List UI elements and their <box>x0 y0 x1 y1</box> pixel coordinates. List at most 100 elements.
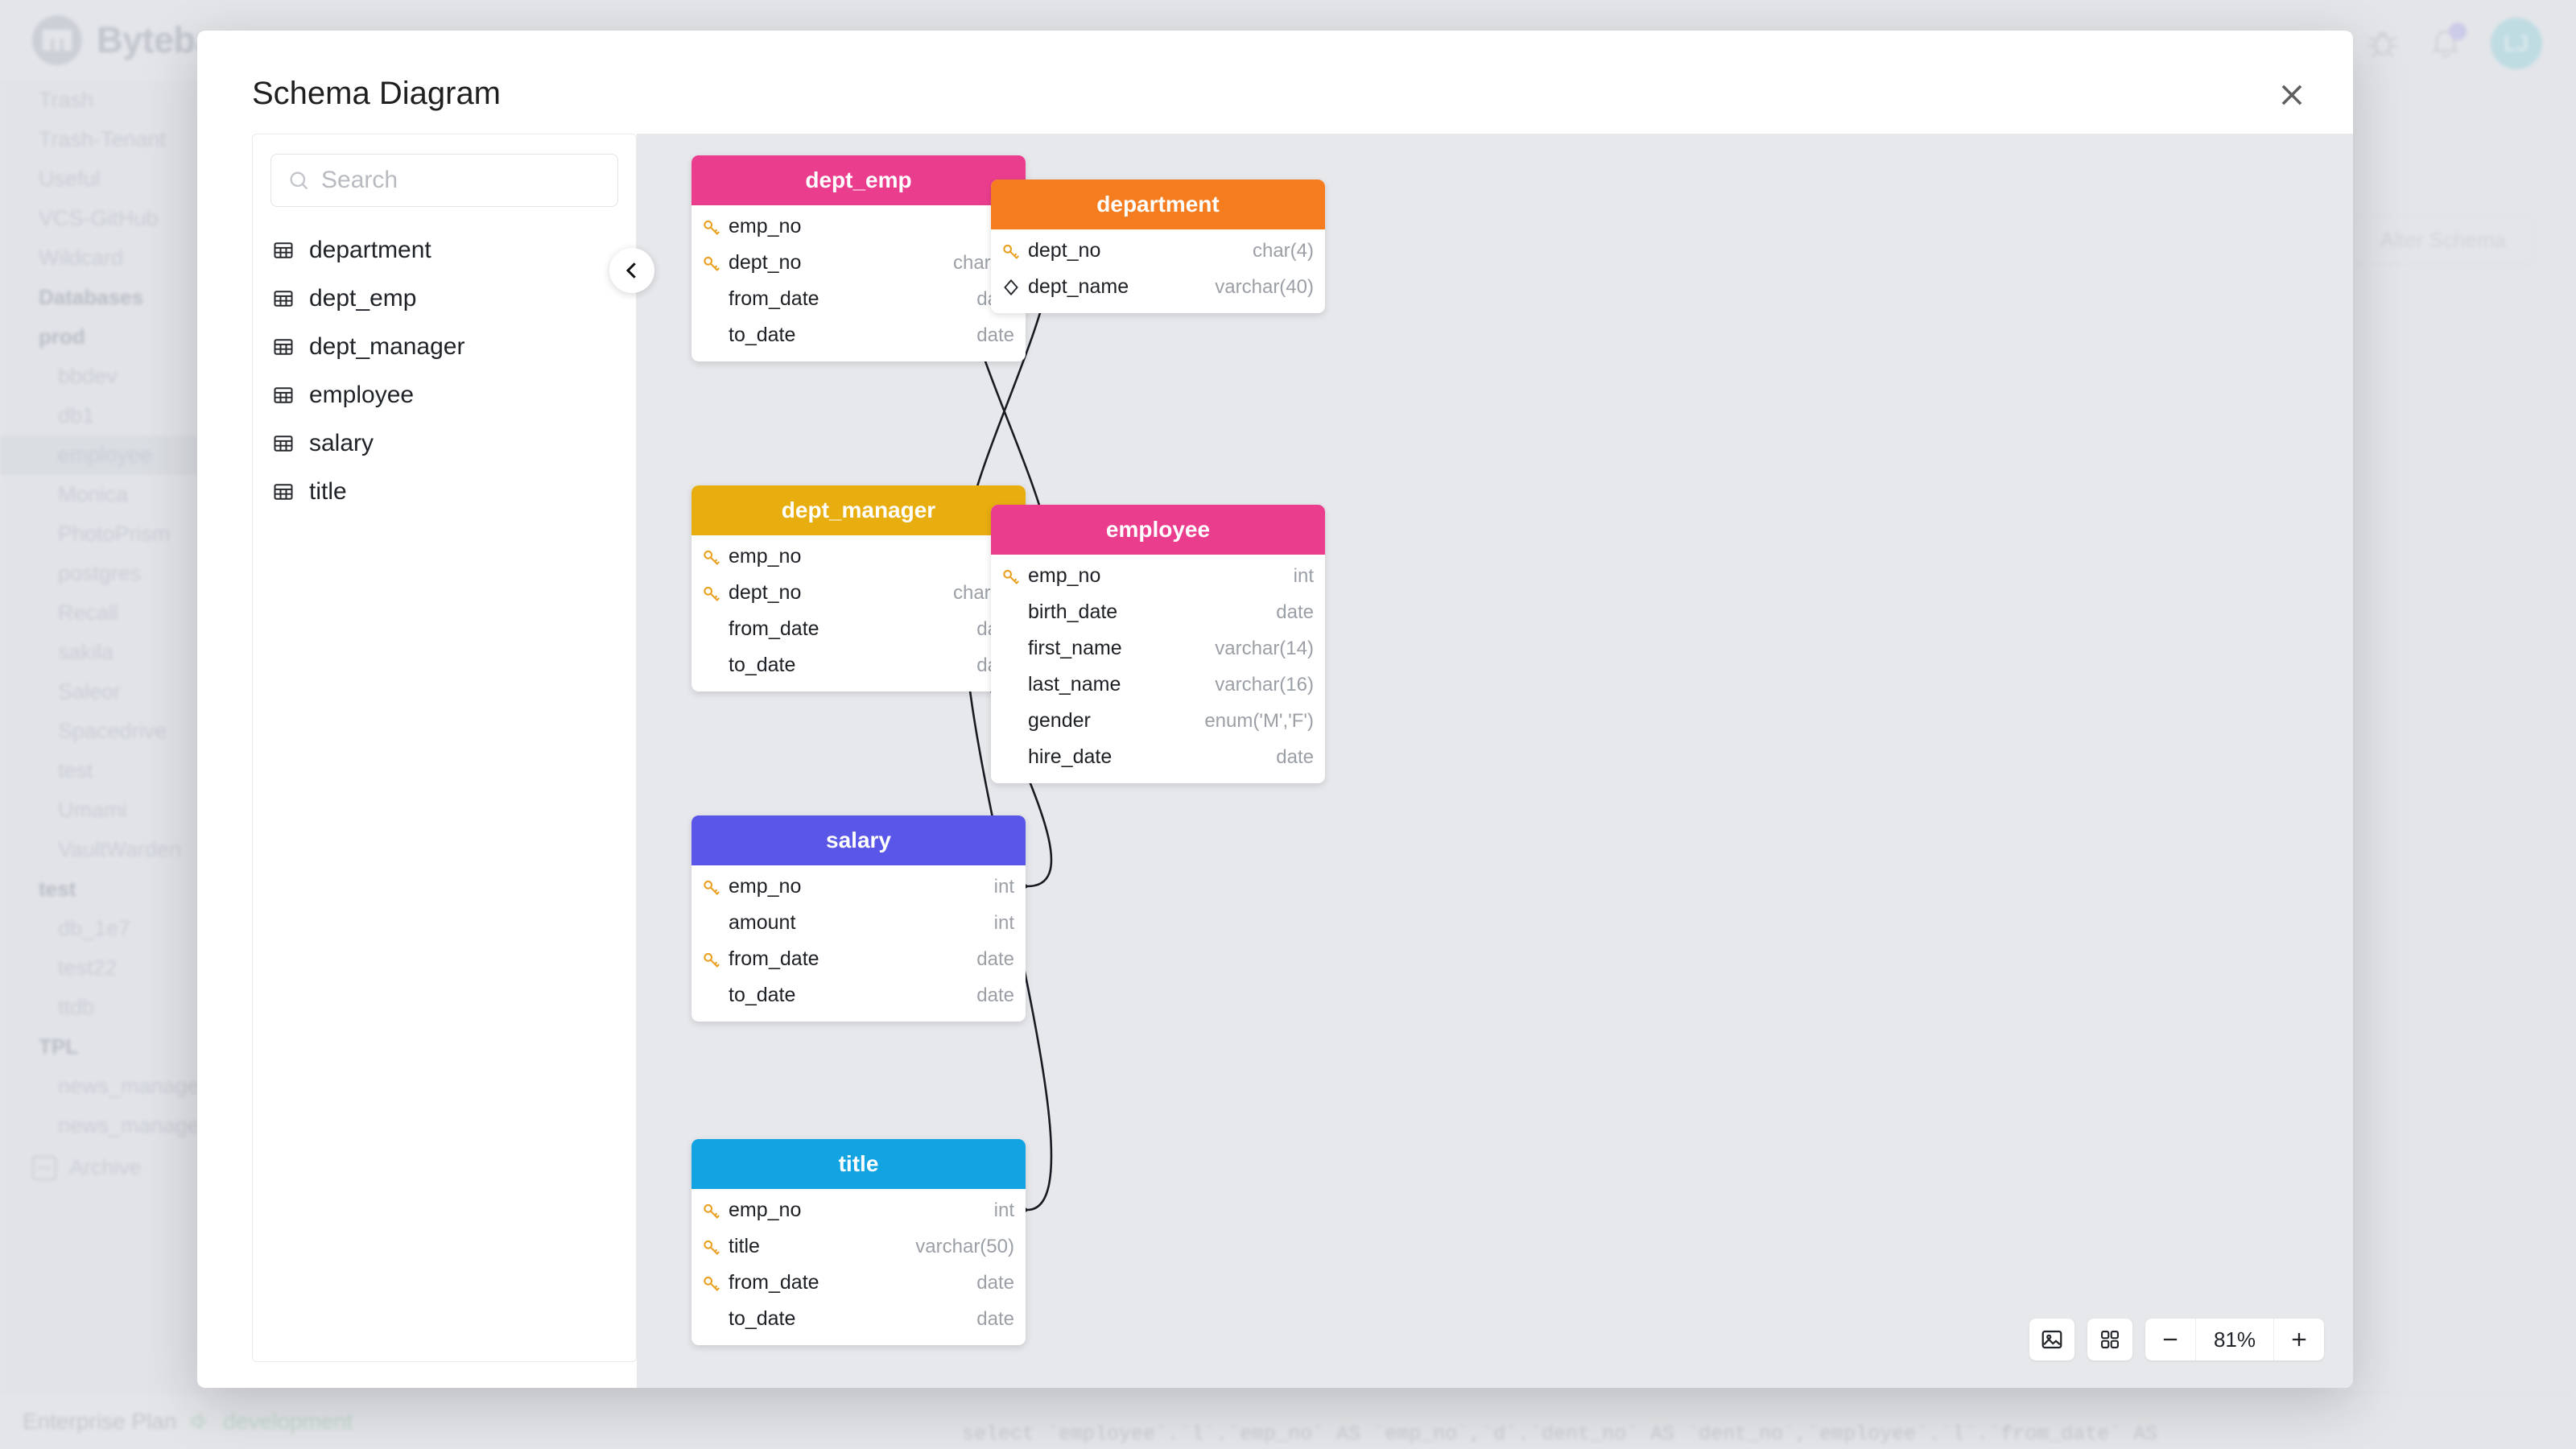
sidebar-item-bbdev[interactable]: bbdev <box>58 364 118 388</box>
collapse-panel-button[interactable] <box>609 248 654 293</box>
alter-schema-button[interactable]: Alter Schema <box>2351 216 2534 265</box>
sidebar-item-test22[interactable]: test22 <box>58 956 118 980</box>
table-icon <box>272 287 295 310</box>
search-box[interactable] <box>270 154 618 207</box>
table-icon <box>272 432 295 455</box>
table-list-item-salary[interactable]: salary <box>253 419 636 468</box>
minus-icon[interactable] <box>2145 1319 2195 1360</box>
sidebar-item-db-1e7[interactable]: db_1e7 <box>58 916 131 940</box>
sidebar-item-sakila[interactable]: sakila <box>58 640 114 664</box>
column-name: birth_date <box>1028 601 1118 623</box>
sidebar-item-vaultwarden[interactable]: VaultWarden <box>58 837 182 861</box>
table-list-item-dept_manager[interactable]: dept_manager <box>253 323 636 371</box>
column-name: from_date <box>729 287 819 310</box>
table-node-header: employee <box>991 505 1325 555</box>
sidebar-item-test[interactable]: test <box>39 877 76 901</box>
grid-layout-icon[interactable] <box>2087 1319 2132 1360</box>
sidebar-item-wildcard[interactable]: Wildcard <box>39 246 124 270</box>
avatar[interactable]: LJ <box>2491 18 2542 69</box>
bug-icon[interactable] <box>2365 26 2401 61</box>
key-icon <box>701 1273 722 1294</box>
table-list-item-label: salary <box>309 430 374 456</box>
table-node-title: salary <box>826 828 891 852</box>
sidebar-item-archive[interactable]: Archive <box>0 1146 208 1180</box>
diagram-canvas[interactable]: dept_empemp_nointdept_nochar(4)from_date… <box>637 134 2353 1388</box>
sidebar-item-ttdb[interactable]: ttdb <box>58 995 95 1019</box>
close-icon[interactable] <box>2269 72 2314 118</box>
sidebar-item-trash-tenant[interactable]: Trash-Tenant <box>39 127 167 151</box>
sidebar-item-news-manage[interactable]: news_manage <box>58 1074 200 1098</box>
table-list-item-department[interactable]: department <box>253 226 636 275</box>
sidebar-item-news-manage[interactable]: news_manage <box>58 1113 200 1137</box>
notification-bell[interactable] <box>2428 22 2467 64</box>
search-icon <box>287 169 310 192</box>
zoom-level[interactable]: 81% <box>2213 1327 2256 1352</box>
sidebar-item-postgres[interactable]: postgres <box>58 561 142 585</box>
column-type: varchar(50) <box>915 1235 1014 1257</box>
column-type: date <box>1276 601 1314 623</box>
sidebar-item-useful[interactable]: Useful <box>39 167 101 191</box>
table-node-title: dept_manager <box>781 497 936 522</box>
sidebar-item-photoprism[interactable]: PhotoPrism <box>58 522 171 546</box>
table-list-item-employee[interactable]: employee <box>253 371 636 419</box>
sidebar-item-spacedrive[interactable]: Spacedrive <box>58 719 167 743</box>
table-node-dept_manager[interactable]: dept_manager emp_nointdept_nochar(4)from_… <box>691 485 1026 691</box>
key-icon <box>701 583 722 604</box>
sidebar-item-prod[interactable]: prod <box>39 324 85 349</box>
sidebar-item-monica[interactable]: Monica <box>58 482 129 506</box>
zoom-toolbar: 81% <box>2029 1319 2324 1360</box>
plus-icon[interactable] <box>2274 1319 2324 1360</box>
sidebar-item-umami[interactable]: Umami <box>58 798 127 822</box>
search-input[interactable] <box>321 167 601 194</box>
table-list-item-dept_emp[interactable]: dept_emp <box>253 275 636 323</box>
table-list-item-title[interactable]: title <box>253 468 636 516</box>
sidebar-item-employee[interactable]: employee <box>0 436 208 475</box>
table-node-dept_emp[interactable]: dept_empemp_nointdept_nochar(4)from_date… <box>691 155 1026 361</box>
column-name: emp_no <box>1028 564 1101 587</box>
table-node-columns: emp_nointdept_nochar(4)from_datedateto_d… <box>691 535 1026 691</box>
sidebar-item-saleor[interactable]: Saleor <box>58 679 122 704</box>
sidebar-item-trash[interactable]: Trash <box>39 88 94 112</box>
column-name: to_date <box>729 1307 796 1330</box>
sidebar-item-tpl[interactable]: TPL <box>39 1034 79 1059</box>
column-row[interactable]: birth_date date <box>991 594 1325 630</box>
column-name: gender <box>1028 709 1091 732</box>
sidebar-item-vcs-github[interactable]: VCS-GitHub <box>39 206 159 230</box>
sidebar-item-test[interactable]: test <box>58 758 93 782</box>
column-name: to_date <box>729 984 796 1006</box>
table-node-title: dept_emp <box>805 167 912 192</box>
sidebar-item-recall[interactable]: Recall <box>58 601 119 625</box>
table-list-item-label: dept_manager <box>309 333 465 360</box>
image-export-icon[interactable] <box>2029 1319 2074 1360</box>
table-node-title: title <box>838 1151 879 1176</box>
sidebar-item-db1[interactable]: db1 <box>58 403 95 427</box>
